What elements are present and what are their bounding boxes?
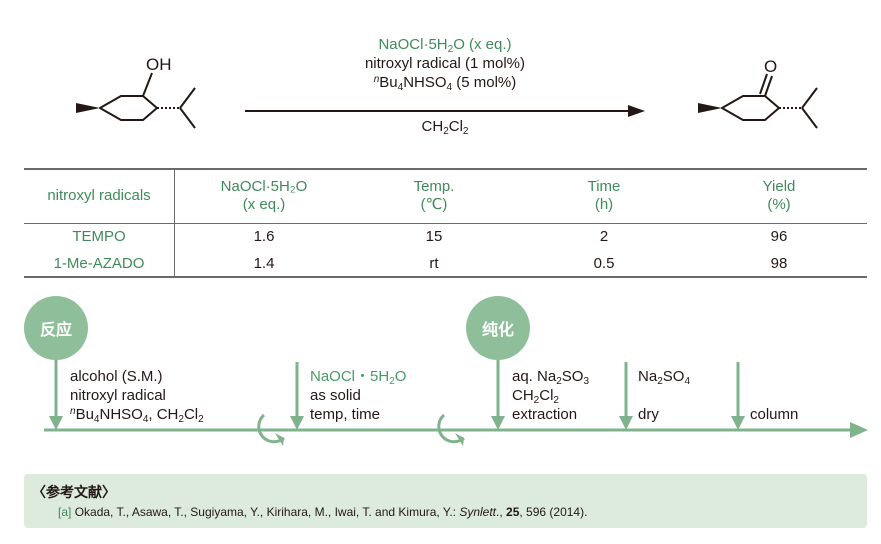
header-nitroxyl: nitroxyl radicals [47,187,151,204]
cond-solvent: CH2Cl2 [421,118,469,137]
reactant-oh-label: OH [146,55,172,74]
table-cell: 2 [599,228,609,245]
product-o-label: O [764,57,777,76]
references-box: 〈参考文献〉 [a] Okada, T., Asawa, T., Sugiyam… [24,474,867,528]
reaction-scheme: OH O [76,55,818,129]
table-cell: 15 [425,228,443,245]
reference-entry: [a] Okada, T., Asawa, T., Sugiyama, Y., … [58,505,588,519]
table-cell: 98 [770,255,788,272]
table-cell: rt [429,255,439,272]
header-temp: Temp.(℃) [413,178,455,213]
header-naocl: NaOCl·5H₂O(x eq.) [220,178,308,213]
flow-step-2: NaOCl・5H2O as solid temp, time [310,368,407,423]
table-cell: 96 [770,228,788,245]
cond-additive: nBu4NHSO4 (5 mol%) [373,74,517,93]
flow-step-5: column [750,406,799,423]
cond-reagent: NaOCl·5H2O (x eq.) [378,36,512,55]
table-cell: 0.5 [593,255,615,272]
table-cell: 1-Me-AZADO [53,255,145,272]
cond-catalyst: nitroxyl radical (1 mol%) [364,55,526,72]
flow-step-1: alcohol (S.M.) nitroxyl radical nBu4NHSO… [70,368,204,425]
stage-reaction-badge: 反应 [24,296,88,360]
header-yield: Yield(%) [762,178,796,213]
stage-purification-badge: 纯化 [466,296,530,360]
references-heading: 〈参考文献〉 [32,484,116,500]
table-cell: TEMPO [72,228,126,245]
table-cell: 1.6 [253,228,275,245]
table-cell: 1.4 [253,255,275,272]
flow-step-3: aq. Na2SO3 CH2Cl2 extraction [512,368,590,423]
reactant-structure [76,72,196,129]
header-time: Time(h) [587,178,621,213]
flow-step-4: Na2SO4 dry [638,368,690,423]
results-table: nitroxyl radicals NaOCl·5H₂O(x eq.) Temp… [24,168,867,278]
product-structure [698,73,818,129]
process-flow [44,360,868,446]
